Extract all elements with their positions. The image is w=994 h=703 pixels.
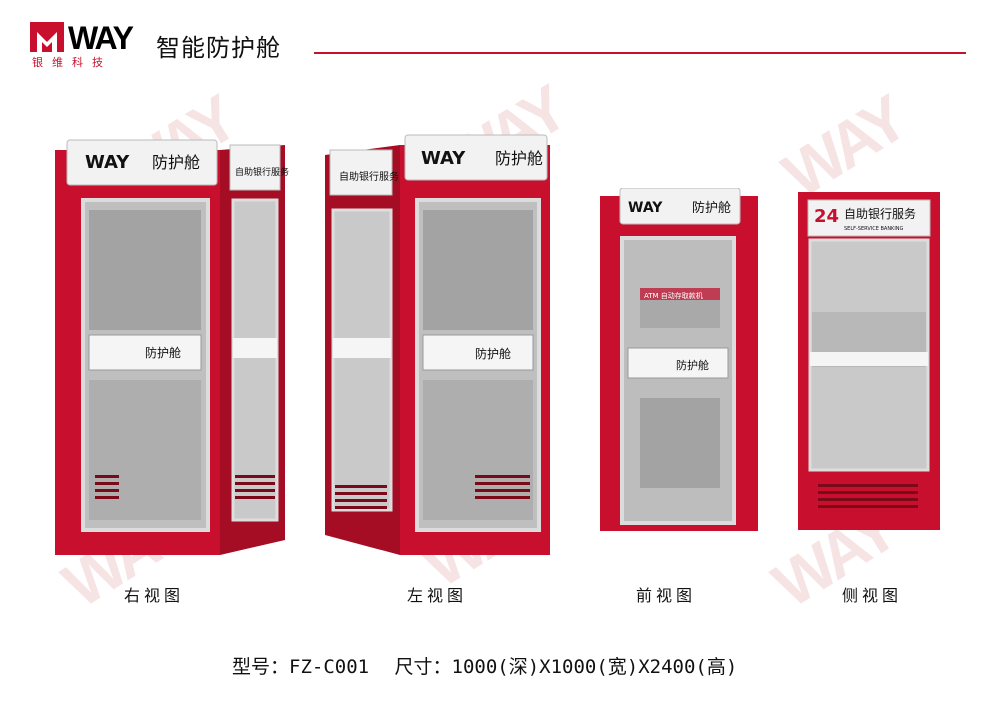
side-service-sub: SELF-SERVICE BANKING xyxy=(844,226,904,232)
side-service-text: 自助银行服务 xyxy=(844,206,916,221)
caption-side-view: 侧视图 xyxy=(842,586,903,605)
booth-left-view: WAY 防护舱 自助银行服务 防护舱 xyxy=(325,134,550,555)
sign-logo-text: WAY xyxy=(628,200,663,216)
sign-brand-text: 防护舱 xyxy=(692,200,731,216)
caption-left-view: 左视图 xyxy=(407,586,468,605)
atm-label: ATM 自动存取款机 xyxy=(644,291,703,300)
hours-badge: 24 xyxy=(814,206,839,227)
panel-brand-text: 防护舱 xyxy=(145,345,181,360)
caption-front-view: 前视图 xyxy=(636,586,697,605)
sign-brand-text: 防护舱 xyxy=(495,149,543,168)
logo-subtitle: 银维科技 xyxy=(32,56,112,69)
booth-side-view: 24 自助银行服务 SELF-SERVICE BANKING xyxy=(798,192,940,530)
panel-brand-text: 防护舱 xyxy=(676,358,709,372)
caption-right-view: 右视图 xyxy=(124,586,185,605)
page-title: 智能防护舱 xyxy=(156,34,281,62)
panel-brand-text: 防护舱 xyxy=(475,346,511,361)
booth-right-view: 防护舱 WAY 防护舱 自助银行服务 xyxy=(55,139,289,555)
side-service-text: 自助银行服务 xyxy=(339,170,399,183)
sign-logo-text: WAY xyxy=(421,148,466,169)
brand-logo: WAY 银维科技 xyxy=(30,18,150,69)
booth-front-view: WAY 防护舱 ATM 自动存取款机 防护舱 xyxy=(600,188,758,531)
side-service-text: 自助银行服务 xyxy=(235,166,289,178)
spec-line: 型号：FZ-C001 尺寸：1000(深)X1000(宽)X2400(高) xyxy=(232,652,751,679)
sign-brand-text: 防护舱 xyxy=(152,153,200,172)
spec-size: 尺寸：1000(深)X1000(宽)X2400(高) xyxy=(394,656,738,678)
logo-text: WAY xyxy=(68,20,134,56)
m-logo-icon xyxy=(30,22,64,52)
header-divider xyxy=(314,52,966,54)
sign-logo-text: WAY xyxy=(85,152,130,173)
spec-model: 型号：FZ-C001 xyxy=(232,656,370,678)
